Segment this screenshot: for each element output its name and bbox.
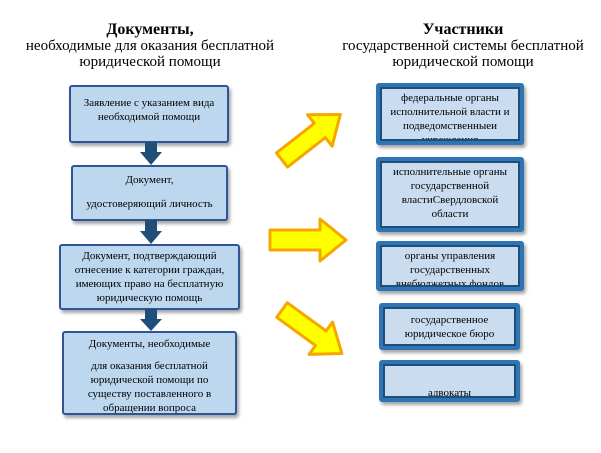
participant-bureau-box: государственное юридическое бюро <box>379 303 520 350</box>
step-documents-text-1: Документы, необходимые <box>88 338 211 350</box>
participant-funds-text: органы управления государственных внебюд… <box>395 250 505 285</box>
left-column-header: Документы, необходимые для оказания бесп… <box>0 21 300 71</box>
step-documents-box: Документы, необходимые для оказания бесп… <box>62 331 237 415</box>
participant-federal-box: федеральные органы исполнительной власти… <box>376 83 524 145</box>
participant-bureau-text: государственное юридическое бюро <box>404 314 495 340</box>
arrow-down-right <box>275 301 344 356</box>
participant-regional-text: исполнительные органы государственной вл… <box>392 166 508 226</box>
down-arrow-1 <box>140 142 162 165</box>
arrow-right <box>268 217 348 263</box>
arrow-up-right <box>274 112 342 169</box>
step-category-box: Документ, подтверждающий отнесение к кат… <box>59 244 240 310</box>
right-header-subtitle: государственной системы бесплатной юриди… <box>342 38 584 70</box>
participant-federal-text: федеральные органы исполнительной власти… <box>390 92 510 139</box>
step-application-text: Заявление с указанием вида необходимой п… <box>83 97 215 123</box>
participant-lawyers-box: адвокаты <box>379 360 520 402</box>
participant-funds-box: органы управления государственных внебюд… <box>376 241 524 291</box>
participant-lawyers-text: адвокаты <box>427 387 472 396</box>
left-header-subtitle: необходимые для оказания бесплатной юрид… <box>25 38 275 70</box>
step-identity-text-2: удостоверяющий личность <box>86 198 213 210</box>
participant-regional-box: исполнительные органы государственной вл… <box>376 157 524 232</box>
step-category-text: Документ, подтверждающий отнесение к кат… <box>74 250 225 304</box>
down-arrow-3 <box>140 309 162 331</box>
down-arrow-2 <box>140 220 162 244</box>
step-identity-box: Документ, удостоверяющий личность <box>71 165 228 221</box>
left-header-title: Документы, <box>106 21 194 38</box>
right-header-title: Участники <box>422 21 504 38</box>
step-application-box: Заявление с указанием вида необходимой п… <box>69 85 229 143</box>
step-identity-text-1: Документ, <box>125 174 174 186</box>
step-documents-text-2: для оказания бесплатной юридической помо… <box>87 360 212 414</box>
right-column-header: Участники государственной системы беспла… <box>325 21 601 71</box>
